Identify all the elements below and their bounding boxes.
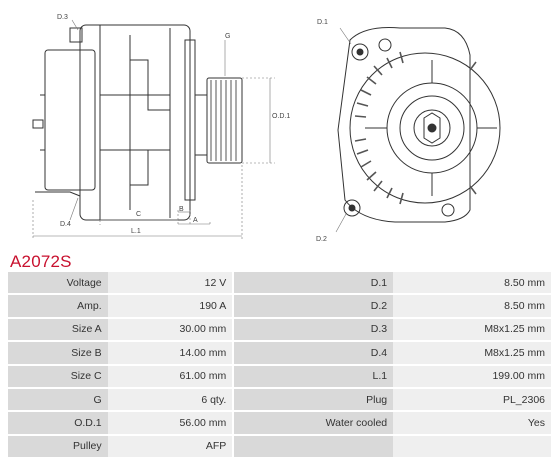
spec-value — [393, 435, 551, 460]
label-a: A — [193, 217, 198, 224]
rear-housing — [44, 49, 96, 191]
label-g: G — [225, 33, 230, 40]
spec-value: AFP — [107, 435, 233, 460]
spec-value: 56.00 mm — [107, 412, 233, 436]
column-gap — [232, 342, 235, 366]
label-b: B — [179, 206, 184, 213]
front-view — [335, 27, 501, 233]
spec-value: 6 qty. — [107, 388, 233, 413]
pulley-hub — [413, 109, 451, 147]
spec-label: D.3 — [234, 318, 394, 343]
spec-label: O.D.1 — [8, 412, 108, 436]
mount-hole-d2 — [343, 199, 361, 217]
stator-body — [79, 24, 191, 221]
spec-value: 199.00 mm — [393, 365, 551, 389]
technical-drawing: D.3 D.4 G C B A L.1 O.D.1 — [32, 14, 501, 243]
shaft-nut — [423, 112, 441, 144]
spec-label: Voltage — [8, 272, 108, 296]
spec-label: D.1 — [234, 272, 394, 296]
spec-label: G — [8, 388, 108, 413]
dimension-lines — [32, 19, 275, 240]
label-d4: D.4 — [60, 221, 71, 228]
spec-value: 8.50 mm — [393, 295, 551, 319]
spec-value: Yes — [393, 412, 551, 436]
column-gap — [232, 272, 235, 296]
spec-value: 12 V — [107, 272, 233, 296]
spec-value: 61.00 mm — [107, 365, 233, 389]
spec-value: 8.50 mm — [393, 272, 551, 296]
part-code: A2072S — [10, 252, 72, 271]
column-gap — [232, 318, 235, 343]
spec-label: Size B — [8, 342, 108, 366]
spec-label: Pulley — [8, 435, 108, 460]
label-c: C — [136, 211, 141, 218]
front-housing-outline — [337, 27, 471, 223]
spec-label: Water cooled — [234, 412, 394, 436]
spec-value: 190 A — [107, 295, 233, 319]
mount-boss-top — [378, 38, 392, 52]
spec-label: D.2 — [234, 295, 394, 319]
column-gap — [232, 388, 235, 413]
spec-value: 14.00 mm — [107, 342, 233, 366]
label-l1: L.1 — [131, 228, 141, 235]
front-housing-ring — [349, 52, 501, 204]
spec-value: PL_2306 — [393, 388, 551, 413]
spec-value: M8x1.25 mm — [393, 318, 551, 343]
spec-value: 30.00 mm — [107, 318, 233, 343]
spec-label: Amp. — [8, 295, 108, 319]
shaft-collar — [194, 94, 208, 156]
spec-label: Plug — [234, 388, 394, 413]
spec-value: M8x1.25 mm — [393, 342, 551, 366]
spec-label: Size A — [8, 318, 108, 343]
pulley — [206, 77, 243, 164]
spec-label: L.1 — [234, 365, 394, 389]
label-d1: D.1 — [317, 19, 328, 26]
column-gap — [232, 365, 235, 389]
label-od1: O.D.1 — [272, 113, 290, 120]
spec-label: Size C — [8, 365, 108, 389]
cooling-slots — [354, 51, 477, 205]
ground-wire — [35, 191, 81, 197]
column-gap — [232, 295, 235, 319]
terminal-stud — [32, 119, 44, 129]
spec-label — [234, 435, 394, 460]
mount-hole-d1 — [351, 43, 369, 61]
pulley-inner — [399, 95, 465, 161]
column-gap — [232, 412, 235, 436]
label-d3: D.3 — [57, 14, 68, 21]
mount-boss-bottom — [441, 203, 455, 217]
plug-connector — [69, 27, 83, 43]
label-d2: D.2 — [316, 236, 327, 243]
column-gap — [232, 435, 235, 460]
side-view — [32, 24, 243, 221]
spec-label: D.4 — [234, 342, 394, 366]
